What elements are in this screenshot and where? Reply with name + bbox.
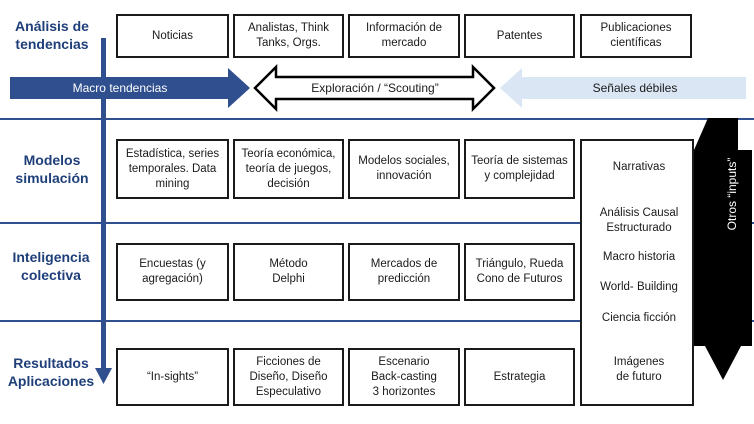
right-item-imagenes-futuro: Imágenes de futuro [613,356,665,383]
right-item-world-building: World- Building [600,281,678,293]
senales-debiles-label: Señales débiles [592,81,678,95]
source-box-publicaciones: Publicaciones científicas [580,14,692,58]
inteligencia-box-delphi: Método Delphi [233,243,344,301]
source-box-analistas: Analistas, Think Tanks, Orgs. [233,14,344,58]
source-box-informacion: Información de mercado [348,14,460,58]
inteligencia-box-mercados: Mercados de predicción [348,243,460,301]
row-label-modelos: Modelos simulación [15,152,89,186]
resultados-box-insights: “In-sights” [116,348,229,406]
exploracion-label: Exploración / “Scouting” [311,81,439,95]
separator-line [0,222,754,224]
right-item-analisis-causal: Análisis Causal Estructurado [599,207,679,234]
otros-inputs-arrow-left-notch [694,118,708,150]
right-column-box [580,139,694,406]
resultados-box-ficciones: Ficciones de Diseño, Diseño Especulativo [233,348,344,406]
vertical-axis-arrowhead [95,368,112,384]
row-label-resultados: Resultados Aplicaciones [7,355,95,389]
resultados-box-escenario: Escenario Back-casting 3 horizontes [348,348,460,406]
right-item-macro-historia: Macro historia [602,251,676,263]
source-box-noticias: Noticias [116,14,229,58]
vertical-axis-arrow [101,38,106,370]
senales-debiles-arrow [500,68,746,108]
exploracion-double-arrow [253,63,496,113]
resultados-box-estrategia: Estrategia [464,348,575,406]
macro-tendencias-label: Macro tendencias [72,81,168,95]
separator-line [0,118,754,120]
row-label-analisis: Análisis de tendencias [15,18,89,52]
otros-inputs-arrow [694,118,752,380]
modelos-box-teoria-economica: Teoría económica, teoría de juegos, deci… [233,139,344,199]
modelos-box-estadistica: Estadística, series temporales. Data min… [116,139,229,199]
modelos-box-modelos-sociales: Modelos sociales, innovación [348,139,460,199]
inteligencia-box-encuestas: Encuestas (y agregación) [116,243,229,301]
separator-line [0,320,754,322]
source-box-patentes: Patentes [464,14,575,58]
right-item-ciencia-ficcion: Ciencia ficción [601,312,677,324]
otros-inputs-label: Otros “inputs” [725,157,739,231]
macro-tendencias-arrow [10,68,250,108]
modelos-box-sistemas: Teoría de sistemas y complejidad [464,139,575,199]
right-item-narrativas: Narrativas [612,161,666,173]
inteligencia-box-triangulo: Triángulo, Rueda Cono de Futuros [464,243,575,301]
row-label-inteligencia: Inteligencia colectiva [12,249,90,283]
